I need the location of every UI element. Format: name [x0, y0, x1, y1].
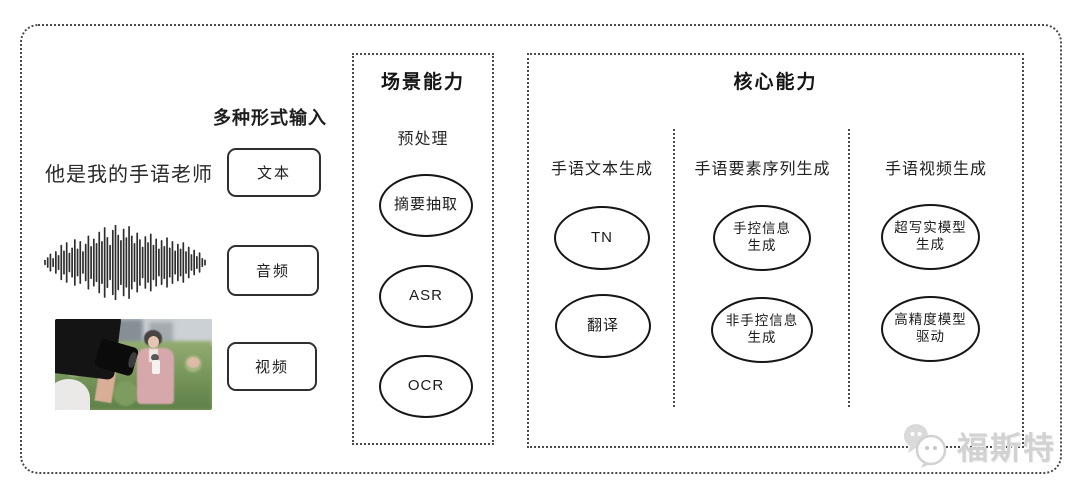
outer-dotted-border — [20, 24, 1062, 474]
node-label: 摘要抽取 — [393, 196, 458, 214]
node-high-precision-model-driving: 高精度模型 驱动 — [881, 296, 980, 362]
reporter-photo — [55, 319, 212, 410]
node-tn: TN — [554, 206, 650, 270]
node-manual-info-generation: 手控信息 生成 — [713, 205, 811, 271]
node-asr: ASR — [379, 265, 473, 328]
sample-sentence: 他是我的手语老师 — [45, 164, 213, 186]
audio-waveform-icon — [43, 224, 207, 301]
column-divider — [673, 129, 675, 407]
core-panel-title: 核心能力 — [733, 72, 818, 93]
watermark: 福斯特 — [898, 420, 1056, 470]
node-label: OCR — [407, 377, 445, 395]
photo-reporter-hand — [186, 357, 200, 369]
photo-reporter-face — [148, 336, 160, 349]
photo-microphone — [151, 359, 160, 374]
node-label: TN — [591, 228, 613, 246]
watermark-text: 福斯特 — [957, 430, 1056, 466]
foster-logo-icon — [904, 424, 947, 468]
input-type-text-box: 文本 — [227, 148, 321, 197]
column-header-text-generation: 手语文本生成 — [550, 161, 653, 178]
node-label: 手控信息 生成 — [733, 221, 791, 253]
input-type-video-box: 视频 — [227, 342, 317, 391]
node-label: 非手控信息 生成 — [725, 313, 799, 345]
node-label: ASR — [409, 287, 443, 305]
column-header-element-sequence-generation: 手语要素序列生成 — [694, 161, 831, 178]
photo-microphone-head — [150, 354, 159, 362]
node-ocr: OCR — [379, 355, 473, 418]
node-label: 翻译 — [586, 316, 619, 334]
node-non-manual-info-generation: 非手控信息 生成 — [711, 297, 813, 363]
preprocess-label: 预处理 — [397, 131, 449, 148]
node-translation: 翻译 — [555, 294, 651, 358]
photo-cameraman-shoulder — [55, 379, 90, 410]
input-type-label: 文本 — [256, 165, 291, 182]
scene-capability-panel: 场景能力 预处理 摘要抽取 ASR OCR — [352, 53, 494, 445]
scene-panel-title: 场景能力 — [380, 72, 465, 93]
input-type-label: 视频 — [254, 359, 289, 376]
input-type-audio-box: 音频 — [227, 245, 319, 296]
node-hyperrealistic-model-generation: 超写实模型 生成 — [881, 204, 980, 270]
node-label: 超写实模型 生成 — [894, 220, 967, 252]
column-header-video-generation: 手语视频生成 — [884, 161, 987, 178]
core-capability-panel: 核心能力 手语文本生成 手语要素序列生成 手语视频生成 TN 翻译 手控信息 生… — [527, 53, 1024, 448]
column-divider — [848, 129, 850, 407]
input-forms-label: 多种形式输入 — [213, 108, 327, 128]
node-label: 高精度模型 驱动 — [894, 312, 967, 344]
node-summary-extraction: 摘要抽取 — [379, 174, 473, 237]
input-type-label: 音频 — [255, 263, 290, 280]
